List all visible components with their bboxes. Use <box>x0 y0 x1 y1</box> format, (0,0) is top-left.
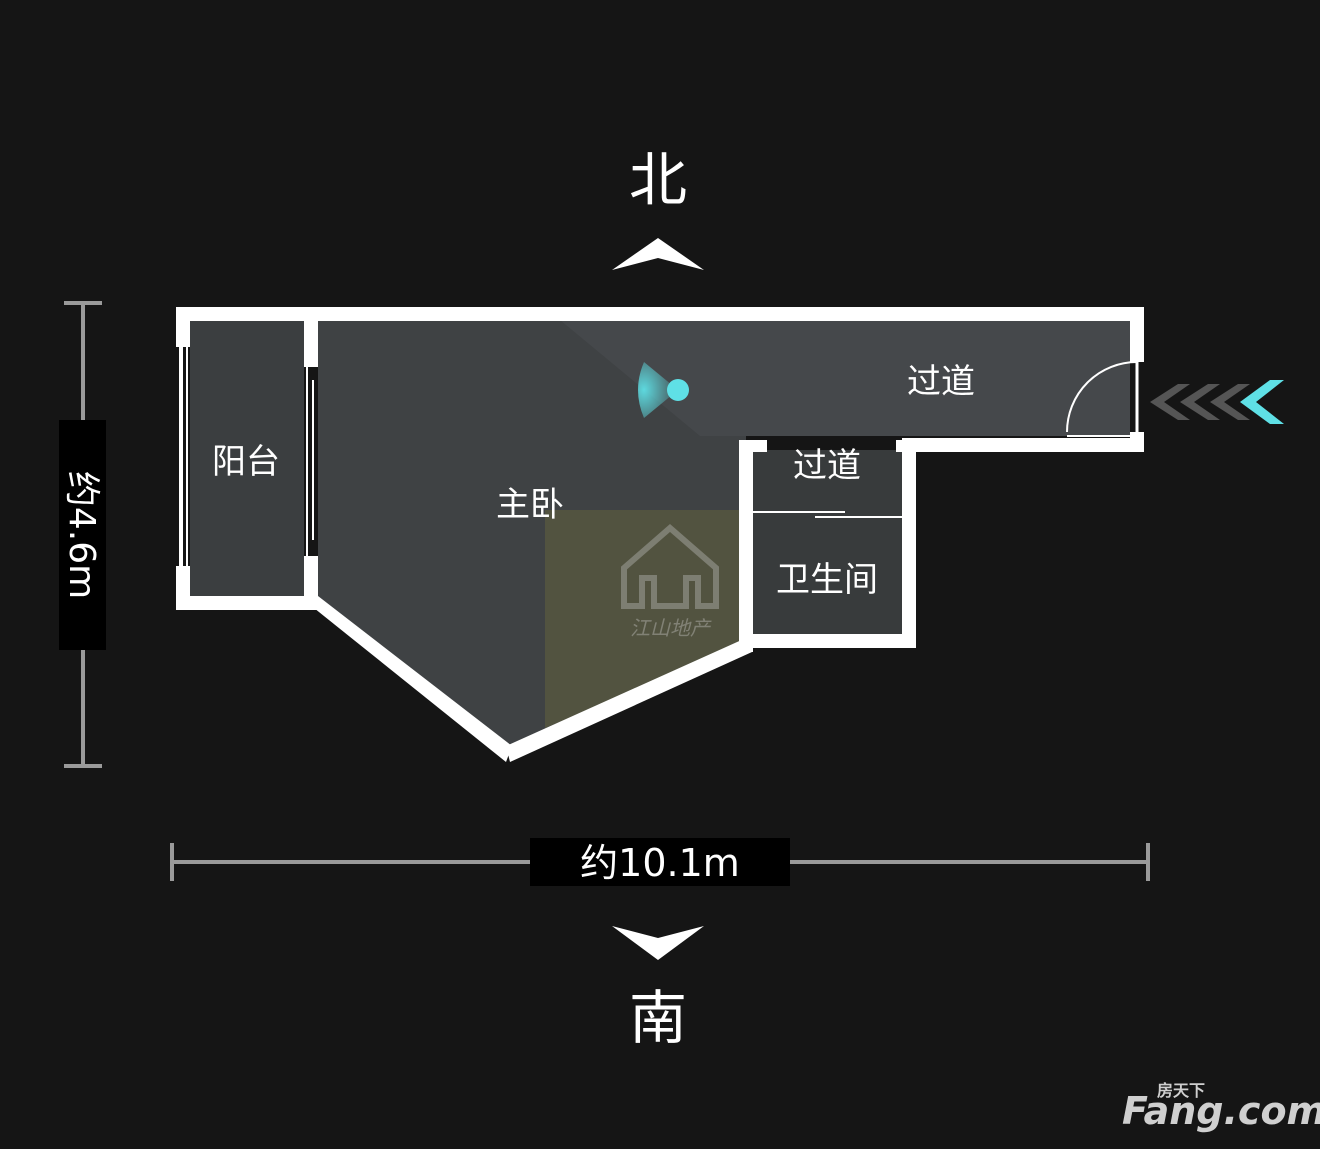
wall-diagonal-left <box>304 596 512 762</box>
wall-corridor-bottom <box>902 438 1144 452</box>
viewpoint-marker <box>638 362 689 418</box>
openings <box>179 347 1139 566</box>
chevron-left-icon <box>1180 384 1220 420</box>
height-dimension-label: 约4.6m <box>61 471 102 599</box>
wall-bathroom-left <box>739 440 753 652</box>
height-dimension <box>64 301 102 768</box>
room-label-corridor-main: 过道 <box>907 362 975 402</box>
wall-corridor-stub-left <box>739 440 767 452</box>
floor-area <box>190 320 1130 752</box>
floor-bathroom <box>752 450 904 634</box>
wall-top <box>176 307 1144 321</box>
brand-large-text: Fang.com <box>1122 1089 1320 1133</box>
agency-watermark: 江山地产 <box>621 524 719 640</box>
wall-bathroom-right <box>902 440 916 648</box>
wall-balcony-divider-lower <box>304 556 318 610</box>
wall-bathroom-bottom <box>739 634 916 648</box>
brand-logo: 房天下 Fang.com <box>1122 1081 1320 1133</box>
chevron-left-icon <box>1150 384 1190 420</box>
carpet <box>545 510 746 728</box>
house-logo-icon <box>621 524 719 609</box>
viewpoint-dot-icon <box>667 379 689 401</box>
entry-door-swing <box>1066 361 1138 433</box>
wall-balcony-bottom <box>176 596 318 610</box>
wall-balcony-divider-upper <box>304 307 318 367</box>
room-label-balcony: 阳台 <box>212 442 280 482</box>
floor-balcony <box>190 320 304 596</box>
brand-small-text: 房天下 <box>1157 1081 1205 1100</box>
wall-right-upper <box>1130 307 1144 362</box>
wall-corridor-stub-right <box>896 440 916 452</box>
entrance-arrows <box>1150 380 1284 424</box>
width-label-box <box>530 838 790 886</box>
height-label-box <box>59 420 106 650</box>
south-arrow-icon <box>612 926 704 960</box>
chevron-left-icon <box>1240 380 1284 424</box>
corridor-shade <box>560 320 1130 436</box>
room-label-master-bedroom: 主卧 <box>496 485 564 525</box>
wall-left-upper <box>176 307 190 347</box>
walls <box>176 307 1144 762</box>
width-dimension <box>170 843 1150 881</box>
chevron-left-icon <box>1210 384 1250 420</box>
agency-watermark-text: 江山地产 <box>630 616 712 640</box>
width-dimension-label: 约10.1m <box>580 841 740 885</box>
north-arrow-icon <box>612 238 704 270</box>
wall-diagonal-right <box>506 638 752 762</box>
compass-south-label: 南 <box>629 984 687 1052</box>
room-label-corridor-small: 过道 <box>793 446 861 486</box>
room-label-bathroom: 卫生间 <box>776 560 878 600</box>
view-cone-icon <box>638 362 678 418</box>
compass-north-label: 北 <box>629 146 687 214</box>
